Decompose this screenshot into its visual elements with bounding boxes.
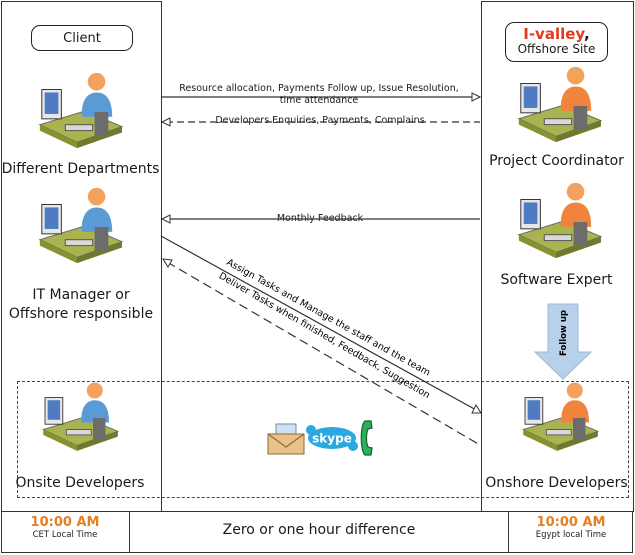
skype-label: skype <box>312 432 352 446</box>
right-time-zone: Egypt local Time <box>535 530 607 540</box>
monthly-feedback-arrowhead <box>160 214 171 224</box>
deliver-tasks-arrowhead <box>162 258 173 268</box>
time-difference-label: Zero or one hour difference <box>222 522 416 538</box>
footer-bar <box>1 511 633 553</box>
onshore-developers-label: Onshore Developers <box>485 475 628 491</box>
client-title: Client <box>63 30 101 46</box>
footer-divider-right <box>508 511 509 553</box>
different-departments-label: Different Departments <box>1 161 160 177</box>
developers-zone <box>17 381 629 498</box>
brand-suffix: , <box>584 25 590 43</box>
software-expert-label: Software Expert <box>500 272 613 288</box>
onsite-developers-label: Onsite Developers <box>15 475 145 491</box>
left-time-block: 10:00 AM CET Local Time <box>1 515 129 540</box>
enquiries-arrowhead <box>160 117 171 127</box>
resource-allocation-label: Resource allocation, Payments Follow up,… <box>179 83 459 106</box>
brand-logo: I-valley, <box>523 27 589 42</box>
brand-name: I-valley <box>523 25 585 43</box>
email-icon <box>267 423 305 455</box>
software-expert-icon <box>517 182 603 259</box>
it-manager-icon <box>38 187 124 264</box>
left-time-zone: CET Local Time <box>32 530 98 540</box>
phone-icon <box>360 420 373 456</box>
right-time-block: 10:00 AM Egypt local Time <box>509 515 633 540</box>
right-time: 10:00 AM <box>536 515 606 530</box>
it-manager-label: IT Manager or Offshore responsible <box>8 287 154 322</box>
skype-icon: skype <box>306 425 358 451</box>
follow-up-arrow <box>533 303 593 380</box>
deliver-tasks-arrow <box>166 261 481 446</box>
assign-tasks-label: Assign Tasks and Manage the staff and th… <box>224 257 431 379</box>
deliver-tasks-label: Deliver Tasks when finished, Feedback, S… <box>217 271 432 401</box>
onsite-developer-icon <box>41 382 120 451</box>
project-coordinator-label: Project Coordinator <box>489 153 624 169</box>
developers-enquiries-label: Developers Enquiries, Payments, Complain… <box>215 115 425 126</box>
offshore-site-label: Offshore Site <box>517 42 596 56</box>
onshore-developer-icon <box>521 382 600 451</box>
resource-allocation-arrowhead <box>471 92 482 102</box>
project-coordinator-icon <box>517 66 603 143</box>
offshore-header: I-valley, Offshore Site <box>505 22 608 62</box>
footer-divider-left <box>129 511 130 553</box>
client-header: Client <box>31 25 133 51</box>
assign-tasks-arrow <box>160 235 479 412</box>
left-time: 10:00 AM <box>30 515 100 530</box>
different-departments-icon <box>38 72 124 149</box>
follow-up-label: Follow up <box>559 310 569 356</box>
assign-tasks-arrowhead <box>471 403 482 414</box>
